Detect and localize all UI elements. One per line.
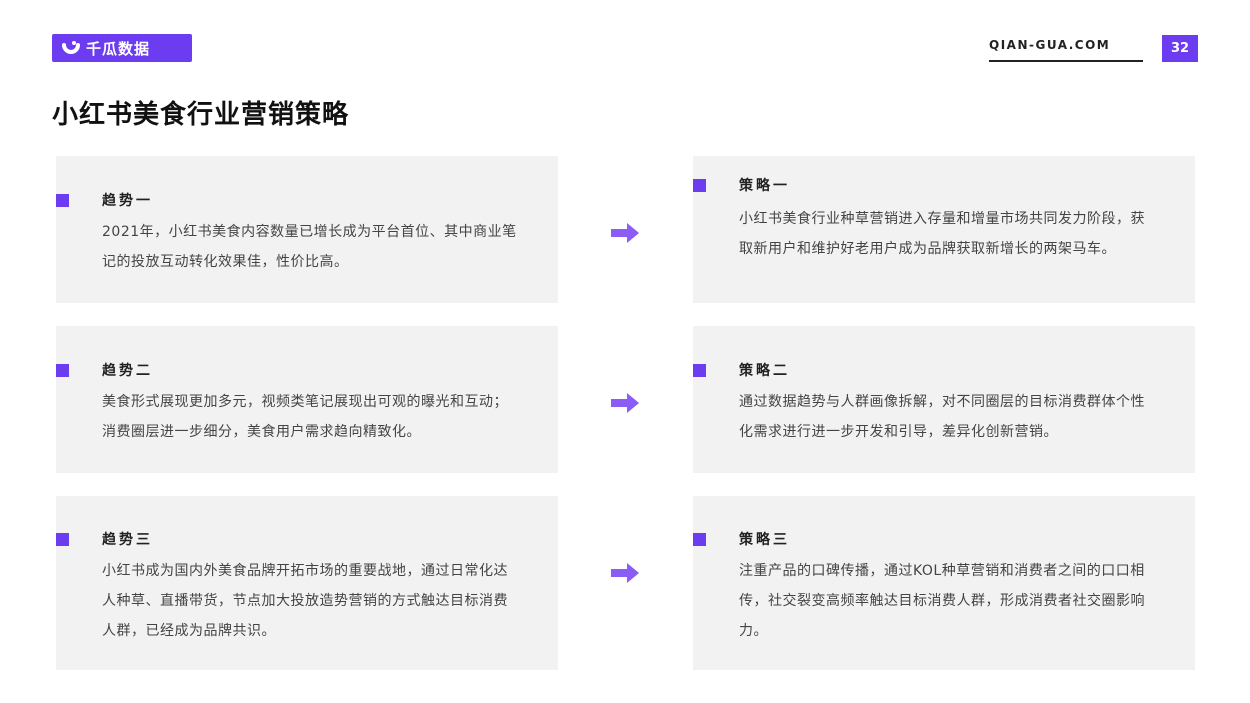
trend-body: 美食形式展现更加多元，视频类笔记展现出可观的曝光和互动；消费圈层进一步细分，美食… [102,394,508,440]
brand-logo-icon [62,41,80,54]
brand-name: 千瓜数据 [86,39,151,58]
bullet-square-icon [56,364,69,377]
site-url: QIAN-GUA.COM [989,38,1143,62]
strategy-body: 通过数据趋势与人群画像拆解，对不同圈层的目标消费群体个性化需求进行进一步开发和引… [739,394,1145,440]
trend-heading: 趋势一 [102,193,153,209]
trend-heading: 趋势二 [102,363,153,379]
arrow-right-icon [611,393,639,413]
trend-body: 2021年，小红书美食内容数量已增长成为平台首位、其中商业笔记的投放互动转化效果… [102,224,517,270]
bullet-square-icon [56,194,69,207]
trend-card-1: 趋势一 2021年，小红书美食内容数量已增长成为平台首位、其中商业笔记的投放互动… [56,156,558,303]
page-number: 32 [1162,35,1198,62]
bullet-square-icon [693,364,706,377]
strategy-heading: 策略二 [739,363,790,379]
strategy-heading: 策略一 [739,178,790,194]
strategy-heading: 策略三 [739,532,790,548]
trend-body: 小红书成为国内外美食品牌开拓市场的重要战地，通过日常化达人种草、直播带货，节点加… [102,563,508,639]
bullet-square-icon [693,179,706,192]
strategy-body: 小红书美食行业种草营销进入存量和增量市场共同发力阶段，获取新用户和维护好老用户成… [739,211,1145,257]
arrow-right-icon [611,223,639,243]
brand-logo: 千瓜数据 [52,34,192,62]
trend-card-2: 趋势二 美食形式展现更加多元，视频类笔记展现出可观的曝光和互动；消费圈层进一步细… [56,326,558,473]
strategy-card-2: 策略二 通过数据趋势与人群画像拆解，对不同圈层的目标消费群体个性化需求进行进一步… [693,326,1195,473]
bullet-square-icon [693,533,706,546]
strategy-card-1: 策略一 小红书美食行业种草营销进入存量和增量市场共同发力阶段，获取新用户和维护好… [693,156,1195,303]
strategy-card-3: 策略三 注重产品的口碑传播，通过KOL种草营销和消费者之间的口口相传，社交裂变高… [693,496,1195,670]
page-title: 小红书美食行业营销策略 [52,100,350,130]
trend-heading: 趋势三 [102,532,153,548]
arrow-right-icon [611,563,639,583]
strategy-body: 注重产品的口碑传播，通过KOL种草营销和消费者之间的口口相传，社交裂变高频率触达… [739,563,1145,639]
trend-card-3: 趋势三 小红书成为国内外美食品牌开拓市场的重要战地，通过日常化达人种草、直播带货… [56,496,558,670]
bullet-square-icon [56,533,69,546]
